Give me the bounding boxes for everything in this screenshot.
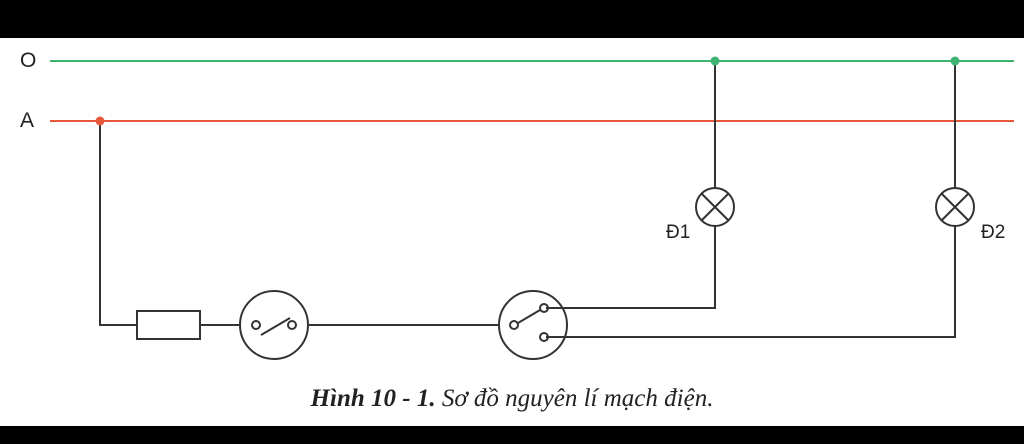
junction-dot-o2 — [950, 56, 960, 66]
label-a: A — [20, 109, 34, 132]
lamp-2-label: Đ2 — [981, 222, 1005, 243]
caption-figure-number: Hình 10 - 1. — [310, 385, 436, 412]
lamp-2-symbol — [935, 187, 975, 227]
lamp-1-label: Đ1 — [666, 222, 690, 243]
circuit-diagram: O A — [20, 49, 1014, 360]
switch-symbol — [239, 290, 309, 360]
diagram-canvas: O A — [0, 38, 1024, 426]
junction-dot-o1 — [710, 56, 720, 66]
caption-text: Sơ đồ nguyên lí mạch điện. — [441, 385, 714, 412]
circuit-wiring — [99, 61, 975, 360]
figure-caption: Hình 10 - 1. Sơ đồ nguyên lí mạch điện. — [0, 385, 1024, 413]
wire-a-to-fuse — [99, 121, 137, 326]
changeover-switch-symbol — [498, 290, 568, 360]
wire-changeover-to-lamp1 — [546, 226, 716, 309]
wire-changeover-to-lamp2 — [546, 226, 956, 338]
lamp-1-symbol — [695, 187, 735, 227]
junction-dot-a — [95, 116, 105, 126]
label-o: O — [20, 49, 36, 72]
fuse-symbol — [136, 310, 201, 340]
